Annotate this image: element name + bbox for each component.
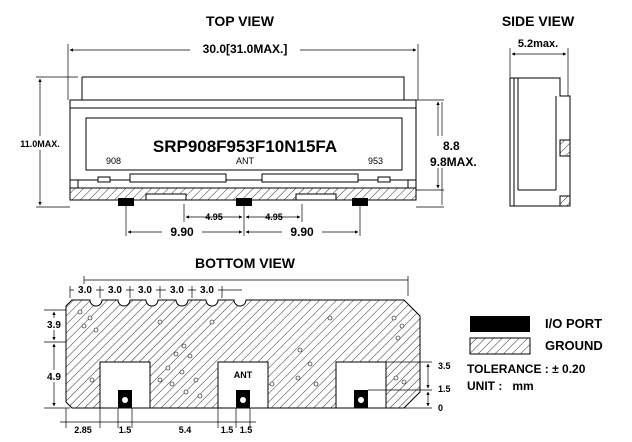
svg-text:3.0: 3.0	[108, 285, 122, 296]
bottom-view-body	[65, 299, 421, 409]
svg-text:4.9: 4.9	[47, 372, 61, 383]
io-port-swatch	[470, 316, 530, 332]
svg-text:8.8: 8.8	[443, 139, 460, 153]
bottom-top-pitch-dimensions: 3.0 3.0 3.0 3.0 3.0	[69, 276, 409, 298]
side-view-body	[509, 77, 571, 207]
top-height-left-dimension: 11.0MAX.	[0, 76, 80, 208]
top-view-title: TOP VIEW	[206, 13, 275, 29]
svg-text:30.0[31.0MAX.]: 30.0[31.0MAX.]	[203, 42, 288, 56]
svg-text:3.0: 3.0	[138, 285, 152, 296]
pin-label-ant: ANT	[236, 156, 255, 166]
svg-text:1.5: 1.5	[221, 425, 234, 435]
io-port-label: I/O PORT	[545, 316, 602, 331]
bottom-left-dimensions: 3.9 4.9	[44, 309, 70, 409]
pin-label-908: 908	[106, 156, 121, 166]
tolerance-text: TOLERANCE : ± 0.20	[467, 362, 586, 376]
svg-text:1.5: 1.5	[119, 425, 132, 435]
svg-text:1.5: 1.5	[240, 425, 253, 435]
svg-text:5.2max.: 5.2max.	[518, 38, 558, 50]
top-height-right-dimension: 8.8 9.8MAX.	[412, 99, 494, 208]
unit-text: UNIT : mm	[467, 379, 534, 393]
part-number: SRP908F953F10N15FA	[153, 137, 337, 156]
top-pitch-dimensions: 4.95 4.95 9.90 9.90	[125, 204, 361, 239]
svg-text:3.5: 3.5	[438, 361, 451, 371]
pin-label-953: 953	[368, 156, 383, 166]
svg-text:3.9: 3.9	[47, 320, 61, 331]
top-width-dimension: 30.0[31.0MAX.]	[67, 42, 419, 100]
bottom-right-dimensions: 3.5 1.5 0	[368, 361, 451, 413]
side-thickness-dimension: 5.2max.	[509, 38, 569, 96]
ground-label: GROUND	[545, 338, 603, 353]
svg-text:2.85: 2.85	[74, 425, 92, 435]
bottom-bottom-dimensions: 2.85 1.5 5.4 1.5 1.5	[60, 408, 256, 435]
svg-text:4.95: 4.95	[205, 212, 223, 222]
ground-swatch	[469, 337, 531, 355]
svg-text:3.0: 3.0	[200, 285, 214, 296]
top-view-pins	[97, 173, 391, 206]
svg-text:9.90: 9.90	[290, 225, 314, 239]
svg-text:3.0: 3.0	[170, 285, 184, 296]
svg-text:5.4: 5.4	[179, 425, 192, 435]
svg-text:1.5: 1.5	[438, 384, 451, 394]
svg-text:0: 0	[438, 403, 443, 413]
svg-text:3.0: 3.0	[78, 285, 92, 296]
svg-text:4.95: 4.95	[265, 212, 283, 222]
side-view-title: SIDE VIEW	[502, 13, 575, 29]
bottom-ant-label: ANT	[234, 370, 253, 380]
svg-text:9.8MAX.: 9.8MAX.	[430, 155, 477, 169]
svg-text:11.0MAX.: 11.0MAX.	[20, 139, 60, 149]
legend: I/O PORT GROUND TOLERANCE : ± 0.20 UNIT …	[467, 316, 603, 393]
bottom-view-title: BOTTOM VIEW	[195, 255, 296, 271]
svg-text:9.90: 9.90	[170, 225, 194, 239]
